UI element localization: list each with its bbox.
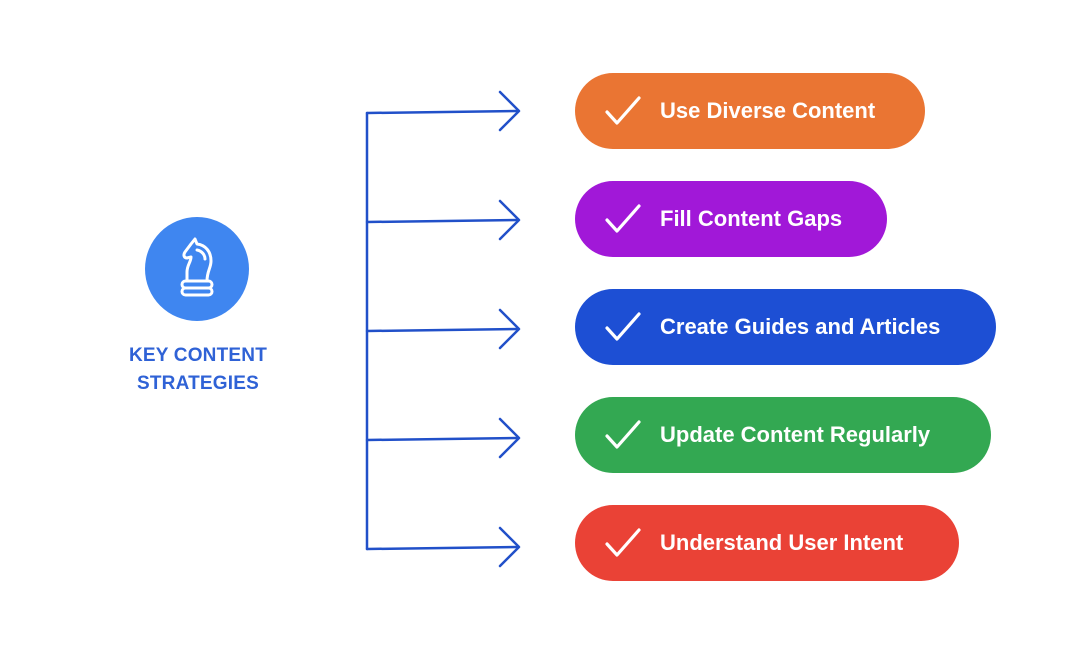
hub-label-line1: KEY CONTENT — [128, 345, 268, 366]
arrow-head-icon — [498, 526, 521, 568]
hub-label: KEY CONTENT STRATEGIES — [98, 342, 298, 398]
chess-knight-icon — [180, 237, 214, 297]
arrow-head-icon — [498, 417, 521, 459]
connector-branch-0 — [365, 90, 521, 132]
hub-label-line2: STRATEGIES — [137, 373, 259, 394]
strategy-label: Understand User Intent — [660, 530, 904, 555]
connector-branch-1 — [365, 199, 521, 241]
checkmark-icon — [605, 204, 641, 233]
checkmark-icon — [605, 312, 641, 341]
strategy-label: Use Diverse Content — [660, 98, 876, 123]
checkmark-icon — [605, 96, 641, 125]
strategy-pill-update-content: Update Content Regularly — [575, 397, 991, 473]
strategy-pill-understand-intent: Understand User Intent — [575, 505, 959, 581]
connector-branch-3 — [365, 417, 521, 459]
arrow-head-icon — [498, 90, 521, 132]
arrow-head-icon — [498, 308, 521, 350]
arrow-head-icon — [498, 199, 521, 241]
connector-branch-2 — [365, 308, 521, 350]
checkmark-icon — [605, 528, 641, 557]
connector-branch-4 — [365, 526, 521, 568]
strategy-pill-create-guides: Create Guides and Articles — [575, 289, 996, 365]
strategy-label: Update Content Regularly — [660, 422, 931, 447]
strategy-label: Fill Content Gaps — [660, 206, 843, 231]
strategy-pill-fill-content-gaps: Fill Content Gaps — [575, 181, 887, 257]
strategy-pill-use-diverse-content: Use Diverse Content — [575, 73, 925, 149]
checkmark-icon — [605, 420, 641, 449]
hub-circle — [145, 217, 249, 321]
strategy-label: Create Guides and Articles — [660, 314, 941, 339]
